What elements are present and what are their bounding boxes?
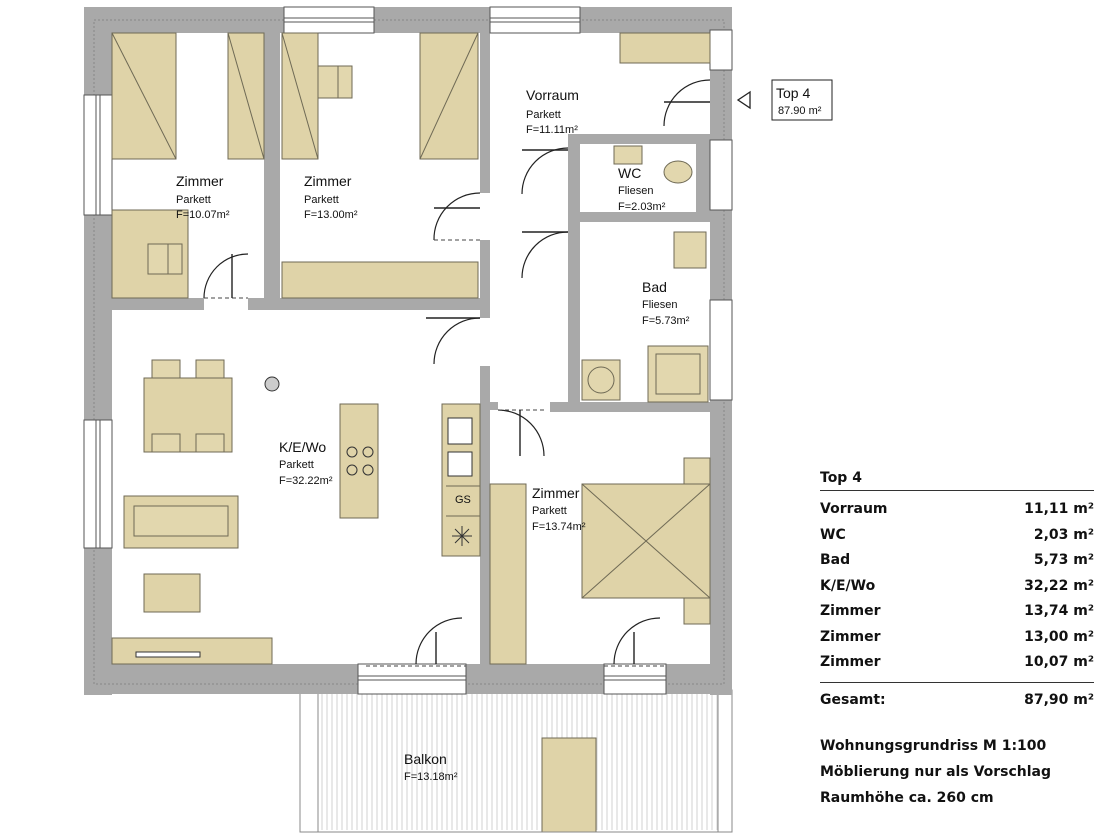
- legend-room-name: K/E/Wo: [820, 577, 876, 594]
- room-name: WC: [618, 165, 641, 181]
- room-area: F=10.07m²: [176, 209, 230, 221]
- room-area: F=13.74m²: [532, 521, 586, 533]
- room-name: Zimmer: [532, 485, 580, 501]
- legend-total-row: Gesamt: 87,90 m²: [820, 681, 1094, 713]
- legend-room-value: 2,03 m²: [1033, 526, 1094, 543]
- legend-title: Top 4: [820, 466, 1094, 491]
- legend-rows: Vorraum 11,11 m² WC 2,03 m² Bad 5,73 m² …: [820, 497, 1094, 676]
- furniture: [111, 32, 711, 665]
- room-area: F=13.18m²: [404, 771, 458, 783]
- room-floor: Parkett: [526, 109, 561, 121]
- legend-total-label: Gesamt:: [820, 691, 886, 708]
- legend-room-name: Bad: [820, 552, 851, 568]
- legend-row: Bad 5,73 m²: [820, 548, 1094, 574]
- legend-room-value: 32,22 m²: [1024, 577, 1094, 594]
- room-labels: Zimmer Parkett F=10.07m² Zimmer Parkett …: [176, 87, 690, 783]
- legend-note: Möblierung nur als Vorschlag: [820, 763, 1052, 780]
- room-floor: Parkett: [279, 459, 314, 471]
- room-area: F=2.03m²: [618, 201, 666, 213]
- entrance-tag-area: 87.90 m²: [778, 105, 822, 117]
- room-floor: Parkett: [304, 194, 339, 206]
- legend-room-value: 13,74 m²: [1024, 603, 1094, 619]
- room-floor: Parkett: [176, 194, 211, 206]
- legend-row: Zimmer 13,00 m²: [820, 625, 1094, 651]
- legend-total-value: 87,90 m²: [1024, 691, 1094, 708]
- interior-walls: [112, 33, 718, 664]
- room-area: F=13.00m²: [304, 209, 358, 221]
- legend-row: WC 2,03 m²: [820, 523, 1094, 549]
- legend-room-name: Zimmer: [820, 603, 881, 619]
- legend-room-value: 11,11 m²: [1024, 501, 1094, 517]
- legend-room-name: Zimmer: [820, 628, 881, 645]
- legend-row: K/E/Wo 32,22 m²: [820, 574, 1094, 600]
- legend-room-name: Vorraum: [820, 501, 888, 517]
- room-area: F=32.22m²: [279, 475, 333, 487]
- legend-row: Zimmer 13,74 m²: [820, 599, 1094, 625]
- legend-room-name: Zimmer: [820, 654, 881, 670]
- gas-stove-label: GS: [455, 494, 471, 506]
- entrance-arrow-icon: [736, 90, 751, 110]
- area-legend: Top 4 Vorraum 11,11 m² WC 2,03 m² Bad 5,…: [820, 466, 1094, 811]
- room-name: Vorraum: [526, 87, 579, 103]
- room-name: K/E/Wo: [279, 439, 326, 455]
- room-area: F=5.73m²: [642, 315, 690, 327]
- legend-room-value: 5,73 m²: [1033, 552, 1094, 568]
- room-name: Balkon: [404, 751, 447, 767]
- legend-row: Zimmer 10,07 m²: [820, 650, 1094, 676]
- legend-room-value: 10,07 m²: [1024, 654, 1094, 670]
- legend-note: Raumhöhe ca. 260 cm: [820, 789, 994, 806]
- entrance-tag-name: Top 4: [776, 85, 810, 101]
- room-name: Bad: [642, 279, 667, 295]
- legend-note: Wohnungsgrundriss M 1:100: [820, 737, 1047, 754]
- legend-row: Vorraum 11,11 m²: [820, 497, 1094, 523]
- room-name: Zimmer: [176, 173, 224, 189]
- legend-notes: Wohnungsgrundriss M 1:100 Möblierung nur…: [820, 733, 1094, 811]
- doors: [203, 79, 711, 667]
- room-floor: Fliesen: [618, 185, 653, 197]
- windows: [83, 6, 733, 695]
- legend-room-value: 13,00 m²: [1024, 628, 1094, 645]
- entrance-tag: Top 4 87.90 m²: [736, 79, 833, 121]
- balcony: [299, 689, 733, 833]
- legend-room-name: WC: [820, 526, 846, 543]
- room-name: Zimmer: [304, 173, 352, 189]
- room-floor: Parkett: [532, 505, 567, 517]
- room-floor: Fliesen: [642, 299, 677, 311]
- room-area: F=11.11m²: [526, 124, 578, 136]
